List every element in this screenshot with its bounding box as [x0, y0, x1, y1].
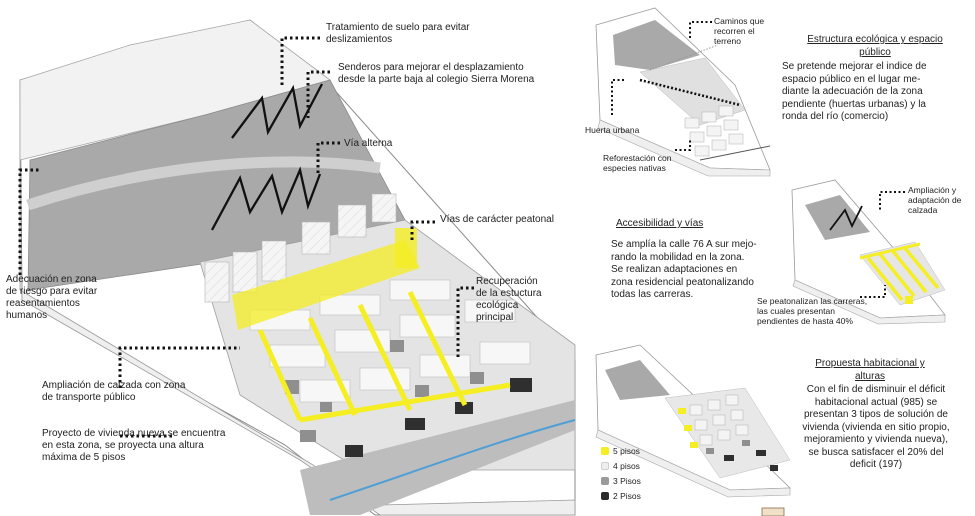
accesibilidad-body: Se amplía la calle 76 A sur mejo- rando …	[611, 239, 791, 302]
body-line: todas las carreras.	[611, 289, 694, 300]
label-alternate-road: Vía alterna	[344, 138, 393, 149]
title-line: alturas	[854, 370, 885, 382]
label-line: desde la parte baja al colegio Sierra Mo…	[338, 74, 535, 85]
label-line: de la estuctura	[476, 288, 542, 299]
label-pedestrian-ways: Vías de carácter peatonal	[440, 214, 554, 225]
body-line: Se realizan adaptaciones en	[611, 264, 738, 275]
label-line: Reforestación con	[603, 153, 672, 163]
body-line: rando la mobilidad en la zona.	[611, 251, 745, 263]
label-reforestation: Reforestación con especies nativas	[603, 153, 672, 173]
body-line: ronda del río (comercio)	[782, 111, 889, 122]
estructura-title: Estructura ecológica y espacio público	[785, 34, 965, 59]
label-paths: Caminos que recorren el terreno	[714, 16, 764, 46]
grey-buildings	[285, 340, 484, 442]
legend-label: 2 Pisos	[613, 491, 641, 501]
label-widening-adaptation: Ampliación y adaptación de calzada	[908, 185, 961, 215]
dark-buildings	[345, 378, 532, 457]
legend-swatch	[601, 492, 609, 500]
label-line: Proyecto de vivienda nueva se encuentra	[42, 428, 226, 439]
label-line: Adecuación en zona	[6, 274, 97, 285]
legend-swatch	[601, 447, 609, 455]
label-line: principal	[476, 312, 514, 323]
legend-label: 3 Pisos	[613, 476, 641, 486]
main-axonometric-model	[19, 19, 576, 516]
propuesta-body: Con el fin de disminuir el déficit habit…	[782, 384, 970, 472]
legend-label: 4 pisos	[613, 461, 640, 471]
label-line: adaptación de	[908, 195, 962, 205]
river	[329, 419, 576, 501]
label-line: de riesgo para evitar	[6, 286, 98, 297]
label-line: las cuales presentan	[757, 306, 835, 316]
body-line: habitacional actual (985) se	[814, 396, 938, 408]
label-line: Ampliación de calzada con zona	[42, 380, 186, 391]
label-line: reasentamientos	[6, 298, 80, 309]
panel-housing	[595, 344, 791, 498]
label-line: Senderos para mejorar el desplazamiento	[338, 62, 524, 73]
body-line: espacio público en el lugar me-	[782, 73, 921, 85]
propuesta-title: Propuesta habitacional y alturas	[800, 358, 940, 383]
legend-swatch	[601, 462, 609, 470]
label-soil-treatment: Tratamiento de suelo para evitar desliza…	[326, 22, 470, 46]
floors-legend: 5 pisos 4 pisos 3 Pisos 2 Pisos	[601, 444, 671, 510]
label-line: humanos	[6, 310, 48, 321]
estructura-body: Se pretende mejorar el indice de espacio…	[782, 61, 972, 124]
label-line: ecológica	[476, 300, 519, 311]
alternate-road	[26, 156, 381, 211]
leader-lines-main	[18, 36, 474, 438]
label-line: pendientes de hasta 40%	[757, 316, 853, 326]
label-line: en esta zona, se proyecta una altura	[42, 440, 204, 451]
body-line: Se amplía la calle 76 A sur mejo-	[611, 239, 757, 250]
body-line: Se pretende mejorar el indice de	[782, 61, 927, 72]
trail-zigzag-lower	[210, 166, 322, 231]
pedestrian-yellow-zones	[232, 228, 511, 423]
leader-lines-panel1	[611, 21, 712, 151]
label-line: terreno	[714, 36, 741, 46]
legend-label: 5 pisos	[613, 446, 640, 456]
accesibilidad-title: Accesibilidad y vías	[616, 218, 704, 229]
body-line: deficit (197)	[849, 459, 903, 470]
body-line: diante la adecuación de la zona	[782, 86, 923, 97]
panel-accessibility	[791, 179, 946, 325]
label-line: Ampliación y	[908, 185, 957, 195]
label-line: Caminos que	[714, 16, 765, 26]
trail-zigzag-upper	[231, 83, 324, 139]
label-line: recorren el	[714, 26, 755, 36]
body-line: Con el fin de disminuir el déficit	[806, 384, 946, 395]
body-line: zona residencial peatonalizando	[611, 276, 754, 288]
label-risk-zone: Adecuación en zona de riesgo para evitar…	[6, 274, 97, 322]
label-line: calzada	[908, 205, 938, 215]
label-new-housing: Proyecto de vivienda nueva se encuentra …	[42, 428, 225, 464]
label-line: máxima de 5 pisos	[42, 452, 126, 463]
label-line: deslizamientos	[326, 34, 393, 45]
body-line: presentan 3 tipos de solución de	[804, 409, 948, 420]
label-ecological-recovery: Recuperación de la estuctura ecológica p…	[476, 276, 542, 324]
title-line: Propuesta habitacional y	[815, 358, 925, 369]
label-trails: Senderos para mejorar el desplazamiento …	[338, 62, 534, 86]
title-line: Estructura ecológica y espacio	[807, 34, 943, 45]
legend-swatch	[601, 477, 609, 485]
label-road-widening: Ampliación de calzada con zona de transp…	[42, 380, 185, 404]
label-line: de transporte público	[42, 392, 136, 403]
terrain-side	[19, 79, 576, 516]
label-line: Recuperación	[476, 276, 538, 287]
title-line: público	[859, 46, 891, 58]
body-line: pendiente (huertas urbanas) y la	[782, 98, 926, 110]
body-line: mejoramiento y vivienda nueva),	[804, 434, 948, 445]
scale-block	[761, 507, 785, 516]
label-line: especies nativas	[603, 163, 666, 173]
label-line: Tratamiento de suelo para evitar	[326, 22, 470, 33]
body-line: se busca satisfacer el 20% del	[808, 446, 944, 458]
panel-ecological	[595, 7, 771, 177]
label-line: Se peatonalizan las carreras,	[757, 296, 868, 306]
body-line: vivienda (vivienda en sitio propio,	[802, 421, 950, 433]
leader-lines-panel2	[860, 191, 905, 298]
label-pedestrianize: Se peatonalizan las carreras, las cuales…	[757, 296, 867, 326]
label-urban-garden: Huerta urbana	[585, 125, 640, 135]
